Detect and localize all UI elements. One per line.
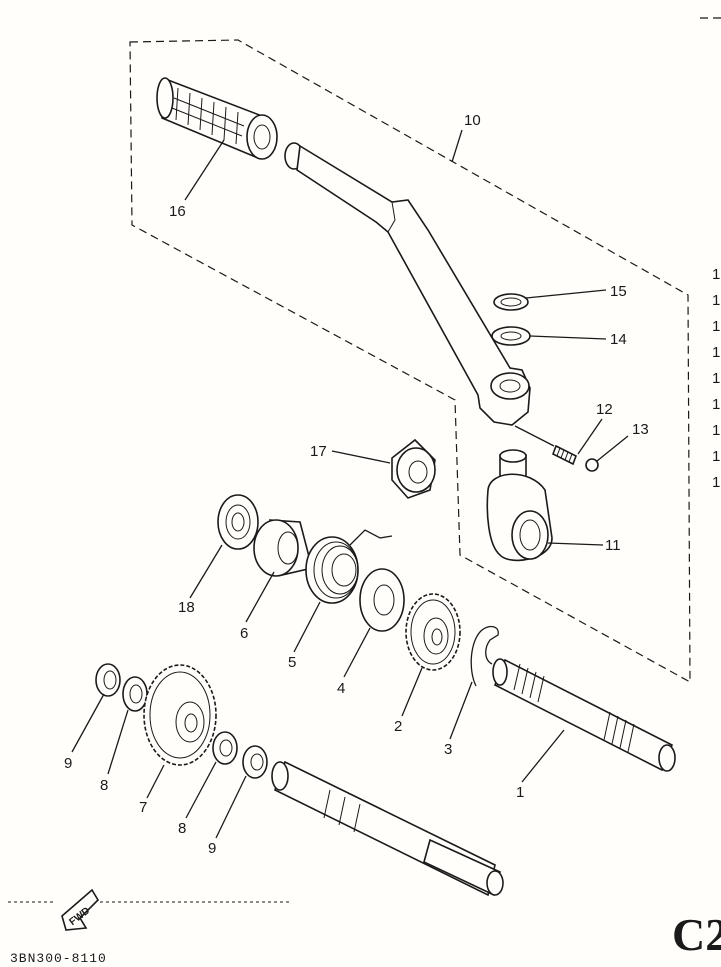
callout-numbers: 10 16 15 14 12 13 17 11 18 6 5 4 2 3 1 9…	[64, 112, 649, 857]
callout-2: 2	[394, 718, 402, 735]
callout-17: 17	[310, 443, 327, 460]
margin-mark: 1	[712, 266, 720, 283]
callout-8-left: 8	[100, 777, 108, 794]
margin-mark: 1	[712, 422, 720, 439]
callout-18: 18	[178, 599, 195, 616]
callout-5: 5	[288, 654, 296, 671]
part-circlip-9b	[242, 745, 268, 779]
margin-mark: 1	[712, 292, 720, 309]
part-kick-crank	[284, 142, 531, 426]
callout-8-lower: 8	[178, 820, 186, 837]
margin-mark: 1	[712, 474, 720, 491]
callout-7: 7	[139, 799, 147, 816]
forward-arrow-icon: FWD	[8, 888, 290, 931]
callout-9-left: 9	[64, 755, 72, 772]
part-circlip-15	[493, 293, 529, 311]
part-bearing-18	[217, 494, 259, 550]
callout-10: 10	[464, 112, 481, 129]
part-main-axle	[271, 760, 504, 897]
callout-6: 6	[240, 625, 248, 642]
part-kick-gear-2	[405, 593, 461, 671]
callout-13: 13	[632, 421, 649, 438]
margin-marks: 1 1 1 1 1 1 1 1 1	[712, 266, 720, 491]
part-grip	[156, 77, 278, 160]
callout-12: 12	[596, 401, 613, 418]
corner-label: C2	[672, 909, 721, 960]
part-ball-13	[585, 458, 599, 472]
part-washer-8a	[122, 676, 148, 712]
callout-9-lower: 9	[208, 840, 216, 857]
part-kick-axle-1	[492, 658, 676, 772]
part-washer-8b	[212, 731, 238, 765]
part-idle-gear-7	[143, 664, 217, 766]
callout-16: 16	[169, 203, 186, 220]
part-washer-4	[359, 568, 405, 632]
margin-mark: 1	[712, 396, 720, 413]
part-sleeve-6	[253, 519, 313, 577]
part-spring-12	[514, 425, 578, 466]
callout-11: 11	[605, 537, 621, 554]
assembly-boundary	[129, 39, 691, 684]
margin-mark: 1	[712, 370, 720, 387]
part-torsion-spring-5	[305, 529, 393, 604]
callout-15: 15	[610, 283, 627, 300]
part-clip-3	[470, 625, 499, 687]
callout-1: 1	[516, 784, 524, 801]
callout-4: 4	[337, 680, 345, 697]
callout-3: 3	[444, 741, 452, 758]
margin-mark: 1	[712, 448, 720, 465]
part-circlip-9a	[95, 663, 121, 697]
callout-14: 14	[610, 331, 627, 348]
part-collar-17	[391, 438, 436, 499]
margin-mark: 1	[712, 318, 720, 335]
margin-mark: 1	[712, 344, 720, 361]
leader-lines	[71, 129, 629, 839]
part-boss-11	[486, 449, 553, 562]
part-washer-14	[491, 326, 531, 346]
part-code: 3BN300-8110	[10, 951, 107, 966]
